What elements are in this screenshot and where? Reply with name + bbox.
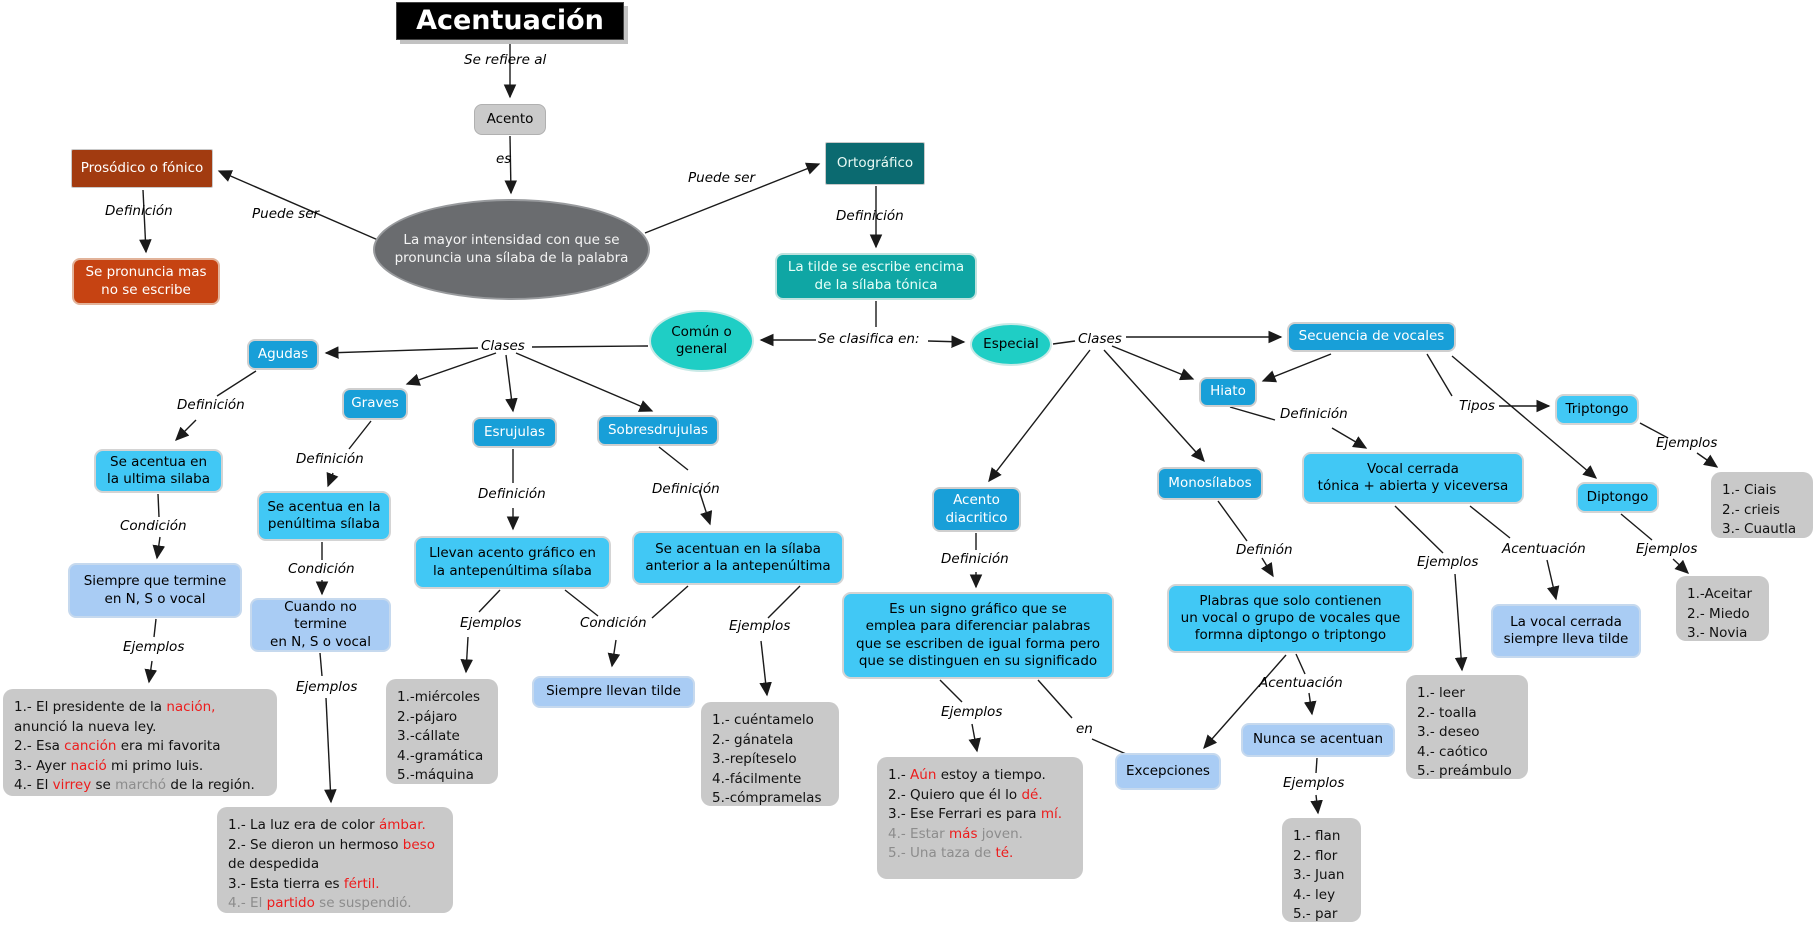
edge-label-ejemplos-diptongo: Ejemplos <box>1636 541 1698 557</box>
edge-label-definicion-ortografico: Definición <box>836 208 904 224</box>
node-esrujulas[interactable]: Esrujulas <box>472 417 557 448</box>
edge-label-condicion-agudas: Condición <box>120 518 187 534</box>
edge-label-definicion-agudas: Definición <box>177 397 245 413</box>
examples-diacritico-list[interactable]: 1.- Aún estoy a tiempo.2.- Quiero que él… <box>877 757 1083 879</box>
edge-label-ejemplos-sobresdrujulas: Ejemplos <box>729 618 791 634</box>
edge-label-ejemplos-graves: Ejemplos <box>296 679 358 695</box>
edge-label-condicion-centro: Condición <box>580 615 647 631</box>
node-def-esrujulas[interactable]: Llevan acento gráfico en la antepenúltim… <box>414 536 611 589</box>
edge-label-definicion-prosodico: Definición <box>105 203 173 219</box>
node-se-pronuncia[interactable]: Se pronuncia mas no se escribe <box>72 258 220 305</box>
node-acento[interactable]: Acento <box>474 104 546 135</box>
edge-label-acentuacion-hiato: Acentuación <box>1502 541 1586 557</box>
node-ortografico[interactable]: Ortográfico <box>825 142 925 185</box>
node-diptongo[interactable]: Diptongo <box>1576 482 1659 513</box>
node-def-agudas[interactable]: Se acentua en la ultima silaba <box>94 449 223 493</box>
edge-label-en: en <box>1076 721 1093 737</box>
edge-label-acentuacion-monosilabos: Acentuación <box>1259 675 1343 691</box>
node-triptongo[interactable]: Triptongo <box>1555 394 1639 425</box>
node-secuencia-de-vocales[interactable]: Secuencia de vocales <box>1287 322 1456 352</box>
node-la-vocal-cerrada[interactable]: La vocal cerrada siempre lleva tilde <box>1491 604 1641 658</box>
node-la-tilde[interactable]: La tilde se escribe encima de la sílaba … <box>775 253 977 300</box>
node-prosodico[interactable]: Prosódico o fónico <box>71 149 213 188</box>
edge-label-es: es <box>496 151 512 167</box>
edge-label-clases-derecha: Clases <box>1078 331 1122 347</box>
node-acento-diacritico[interactable]: Acento diacritico <box>932 487 1021 532</box>
node-hiato[interactable]: Hiato <box>1199 377 1257 407</box>
node-vocal-cerrada[interactable]: Vocal cerrada tónica + abierta y vicever… <box>1302 452 1524 504</box>
edge-label-definicion-hiato: Definición <box>1280 406 1348 422</box>
node-graves[interactable]: Graves <box>342 388 408 420</box>
edge-label-definicion-esrujulas: Definición <box>478 486 546 502</box>
node-def-sobresdrujulas[interactable]: Se acentuan en la sílaba anterior a la a… <box>632 531 844 585</box>
edge-label-ejemplos-hiato: Ejemplos <box>1417 554 1479 570</box>
node-cond-agudas[interactable]: Siempre que termine en N, S o vocal <box>68 563 242 618</box>
node-monosilabos[interactable]: Monosílabos <box>1157 467 1263 500</box>
edge-label-ejemplos-monosilabos: Ejemplos <box>1283 775 1345 791</box>
edge-label-definicion-graves: Definición <box>296 451 364 467</box>
edge-label-condicion-graves: Condición <box>288 561 355 577</box>
node-agudas[interactable]: Agudas <box>247 339 319 370</box>
node-definicion-acento[interactable]: La mayor intensidad con que se pronuncia… <box>373 199 650 300</box>
edge-label-ejemplos-diacritico: Ejemplos <box>941 704 1003 720</box>
node-sobresdrujulas[interactable]: Sobresdrujulas <box>597 415 719 446</box>
examples-agudas-list[interactable]: 1.- El presidente de la nación,anunció l… <box>3 689 277 796</box>
node-excepciones[interactable]: Excepciones <box>1115 753 1221 790</box>
edge-label-definicion-diacritico: Definición <box>941 551 1009 567</box>
edge-label-definion-monosilabos: Definión <box>1236 542 1293 558</box>
edge-label-ejemplos-triptongo: Ejemplos <box>1656 435 1718 451</box>
node-plabras[interactable]: Plabras que solo contienen un vocal o gr… <box>1167 584 1414 653</box>
edge-label-ejemplos-esrujulas: Ejemplos <box>460 615 522 631</box>
edge-label-ejemplos-agudas: Ejemplos <box>123 639 185 655</box>
edge-label-puede-ser-derecha: Puede ser <box>688 170 756 186</box>
edge-label-definicion-sobresdrujulas: Definición <box>652 481 720 497</box>
node-nunca-se-acentuan[interactable]: Nunca se acentuan <box>1241 723 1395 757</box>
node-comun-o-general[interactable]: Común o general <box>649 310 754 372</box>
edge-label-tipos: Tipos <box>1459 398 1495 414</box>
node-cond-graves[interactable]: Cuando no termine en N, S o vocal <box>250 598 391 652</box>
node-siempre-llevan-tilde[interactable]: Siempre llevan tilde <box>532 676 695 708</box>
map-title: Acentuación <box>396 2 624 40</box>
edge-label-puede-ser-izquierda: Puede ser <box>252 206 320 222</box>
node-especial[interactable]: Especial <box>970 323 1052 366</box>
node-es-un-signo[interactable]: Es un signo gráfico que se emplea para d… <box>842 592 1114 679</box>
edge-label-se-refiere-al: Se refiere al <box>464 52 547 68</box>
node-def-graves[interactable]: Se acentua en la penúltima sílaba <box>257 491 391 541</box>
edge-label-clases-izquierda: Clases <box>481 338 525 354</box>
edge-label-se-clasifica-en: Se clasifica en: <box>818 331 920 347</box>
examples-graves-list[interactable]: 1.- La luz era de color ámbar.2.- Se die… <box>217 807 453 913</box>
